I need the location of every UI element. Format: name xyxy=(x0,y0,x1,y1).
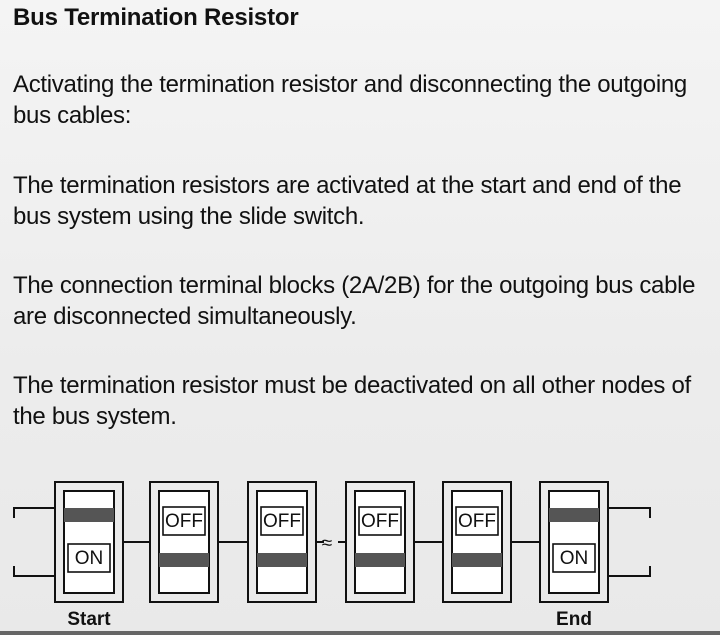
paragraph-deactivate: The termination resistor must be deactiv… xyxy=(13,372,691,430)
switch-state-box xyxy=(162,506,206,536)
switch-state-label: ON xyxy=(75,548,104,569)
switch-window xyxy=(548,490,600,594)
bottom-rule xyxy=(0,631,720,635)
paragraph-activation: The termination resistors are activated … xyxy=(13,172,682,230)
switch-caption: End xyxy=(556,609,592,630)
bus-termination-diagram: ON Start OFF OFF OFF OFF ON End ≈ xyxy=(0,470,720,635)
switch-window xyxy=(63,490,115,594)
bus-line-right-lower xyxy=(608,566,651,577)
switch-slider xyxy=(452,553,502,567)
switch-slider xyxy=(64,508,114,522)
cable-break-symbol: ≈ xyxy=(322,533,332,554)
switch-housing xyxy=(54,481,124,603)
bus-line-left-lower xyxy=(13,566,55,577)
switch-state-label: OFF xyxy=(165,511,203,532)
switch-state-label: OFF xyxy=(458,511,496,532)
switch-state-label: OFF xyxy=(263,511,301,532)
switch-housing xyxy=(149,481,219,603)
paragraph-terminal-blocks: The connection terminal blocks (2A/2B) f… xyxy=(13,272,696,330)
bus-line-left-upper xyxy=(13,507,55,518)
switch-state-box xyxy=(260,506,304,536)
switch-housing xyxy=(442,481,512,603)
switch-housing xyxy=(247,481,317,603)
switch-group: ON Start OFF OFF OFF OFF ON End xyxy=(54,481,609,630)
bus-wires xyxy=(13,507,651,577)
switch-housing xyxy=(539,481,609,603)
switch-state-label: OFF xyxy=(361,511,399,532)
switch-housing xyxy=(345,481,415,603)
switch-slider xyxy=(549,508,599,522)
switch-state-box xyxy=(358,506,402,536)
switch-caption: Start xyxy=(67,609,111,630)
switch-slider xyxy=(355,553,405,567)
switch-state-box xyxy=(67,543,111,573)
bus-line-right-upper xyxy=(608,507,651,518)
switch-state-box xyxy=(552,543,596,573)
switch-slider xyxy=(159,553,209,567)
switch-state-label: ON xyxy=(560,548,589,569)
switch-slider xyxy=(257,553,307,567)
switch-state-box xyxy=(455,506,499,536)
paragraph-intro: Activating the termination resistor and … xyxy=(13,71,687,129)
section-heading: Bus Termination Resistor xyxy=(13,4,299,31)
bus-diagram-svg: ON Start OFF OFF OFF OFF ON End ≈ xyxy=(13,481,651,630)
